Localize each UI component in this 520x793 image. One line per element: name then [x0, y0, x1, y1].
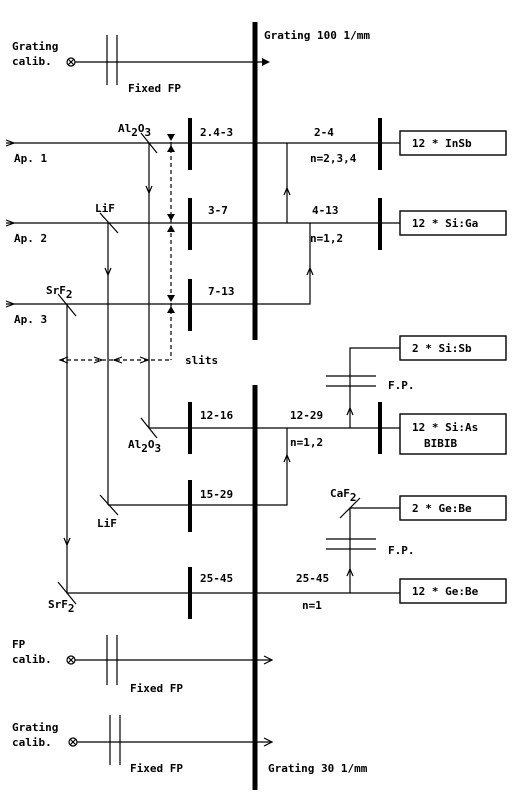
slit-marker-icon	[167, 214, 175, 221]
arrow-icon	[58, 356, 69, 364]
fp-label: F.P.	[388, 544, 415, 557]
arrow-icon	[263, 655, 274, 665]
detector-box	[399, 335, 507, 361]
dichroic-label-caf2: CaF2	[330, 487, 357, 504]
detector-label: 12 * Si:As	[412, 421, 478, 434]
order-label: n=2,3,4	[310, 152, 357, 165]
dichroic-label-lif-top: LiF	[95, 202, 115, 215]
range-label: 2-4	[314, 126, 334, 139]
range-label: 7-13	[208, 285, 235, 298]
order-label: n=1	[302, 599, 322, 612]
grating-calib-top-line1: Grating	[12, 40, 58, 53]
range-label: 2.4-3	[200, 126, 233, 139]
range-label: 12-29	[290, 409, 323, 422]
grating-bottom-label: Grating 30 1/mm	[268, 762, 368, 775]
fp-branch-beam	[349, 347, 400, 428]
grating-top-label: Grating 100 1/mm	[264, 29, 370, 42]
range-label: 15-29	[200, 488, 233, 501]
dichroic-label-srf2-top: SrF2	[46, 284, 73, 301]
range-label: 12-16	[200, 409, 233, 422]
range-label: 25-45	[296, 572, 329, 585]
source-lamp-icon	[66, 57, 76, 67]
detector-sublabel: BIBIB	[424, 437, 457, 450]
arrow-icon	[104, 267, 112, 277]
arrow-icon	[346, 567, 354, 577]
detector-label: 12 * Si:Ga	[412, 217, 478, 230]
aperture-1-label: Ap. 1	[14, 152, 47, 165]
grating-calib-top-line2: calib.	[12, 55, 52, 68]
detector-label: 12 * Ge:Be	[412, 585, 479, 598]
detector-box	[399, 578, 507, 604]
detector-box	[399, 495, 507, 521]
aperture-3-label: Ap. 3	[14, 313, 47, 326]
range-label: 3-7	[208, 204, 228, 217]
fp-calib-line1: FP	[12, 638, 26, 651]
arrow-icon	[306, 266, 314, 276]
order-connector	[255, 223, 311, 305]
arrow-icon	[5, 300, 16, 308]
dichroic-caf2	[339, 497, 361, 519]
detector-box	[399, 413, 507, 455]
arrow-head-icon	[262, 58, 270, 66]
arrow-icon	[5, 139, 16, 147]
arrow-icon	[283, 186, 291, 196]
arrow-icon	[145, 185, 153, 195]
dichroic-lif-bottom	[99, 494, 119, 516]
fp-calib-line2: calib.	[12, 653, 52, 666]
arrow-icon	[346, 406, 354, 416]
dichroic-lif-top	[99, 212, 119, 234]
dichroic-label-al2o3-top: Al2O3	[118, 122, 151, 139]
fp-label: F.P.	[388, 379, 415, 392]
fixed-fp-top-label: Fixed FP	[128, 82, 181, 95]
fixed-fp-mid-label: Fixed FP	[130, 682, 183, 695]
detector-label: 12 * InSb	[412, 137, 472, 150]
dichroic-al2o3-bottom	[140, 417, 158, 439]
range-label: 25-45	[200, 572, 233, 585]
slit-marker-icon	[167, 225, 175, 232]
dichroic-srf2-bottom	[57, 581, 77, 605]
dichroic-label-al2o3-bottom: Al2O3	[128, 438, 161, 455]
slit-marker-icon	[167, 134, 175, 141]
fixed-fp-bottom-label: Fixed FP	[130, 762, 183, 775]
arrow-icon	[263, 737, 274, 747]
grating-calib-bottom-line2: calib.	[12, 736, 52, 749]
detector-box	[399, 210, 507, 236]
dichroic-label-srf2-bottom: SrF2	[48, 598, 75, 615]
arrow-icon	[139, 356, 150, 364]
arrow-icon	[112, 356, 123, 364]
order-connector	[255, 428, 288, 506]
range-label: 4-13	[312, 204, 339, 217]
source-lamp-icon	[66, 655, 76, 665]
slit-marker-icon	[167, 306, 175, 313]
slits-label: slits	[185, 354, 218, 367]
order-label: n=1,2	[310, 232, 343, 245]
dichroic-label-lif-bottom: LiF	[97, 517, 117, 530]
order-label: n=1,2	[290, 436, 323, 449]
detector-label: 2 * Si:Sb	[412, 342, 472, 355]
slit-marker-icon	[167, 295, 175, 302]
arrow-icon	[93, 356, 104, 364]
slit-marker-icon	[167, 145, 175, 152]
arrow-icon	[63, 537, 71, 547]
aperture-2-label: Ap. 2	[14, 232, 47, 245]
arrow-icon	[283, 453, 291, 463]
detector-label: 2 * Ge:Be	[412, 502, 472, 515]
grating-calib-bottom-line1: Grating	[12, 721, 58, 734]
detector-box	[399, 130, 507, 156]
source-lamp-icon	[68, 737, 78, 747]
arrow-icon	[5, 219, 16, 227]
